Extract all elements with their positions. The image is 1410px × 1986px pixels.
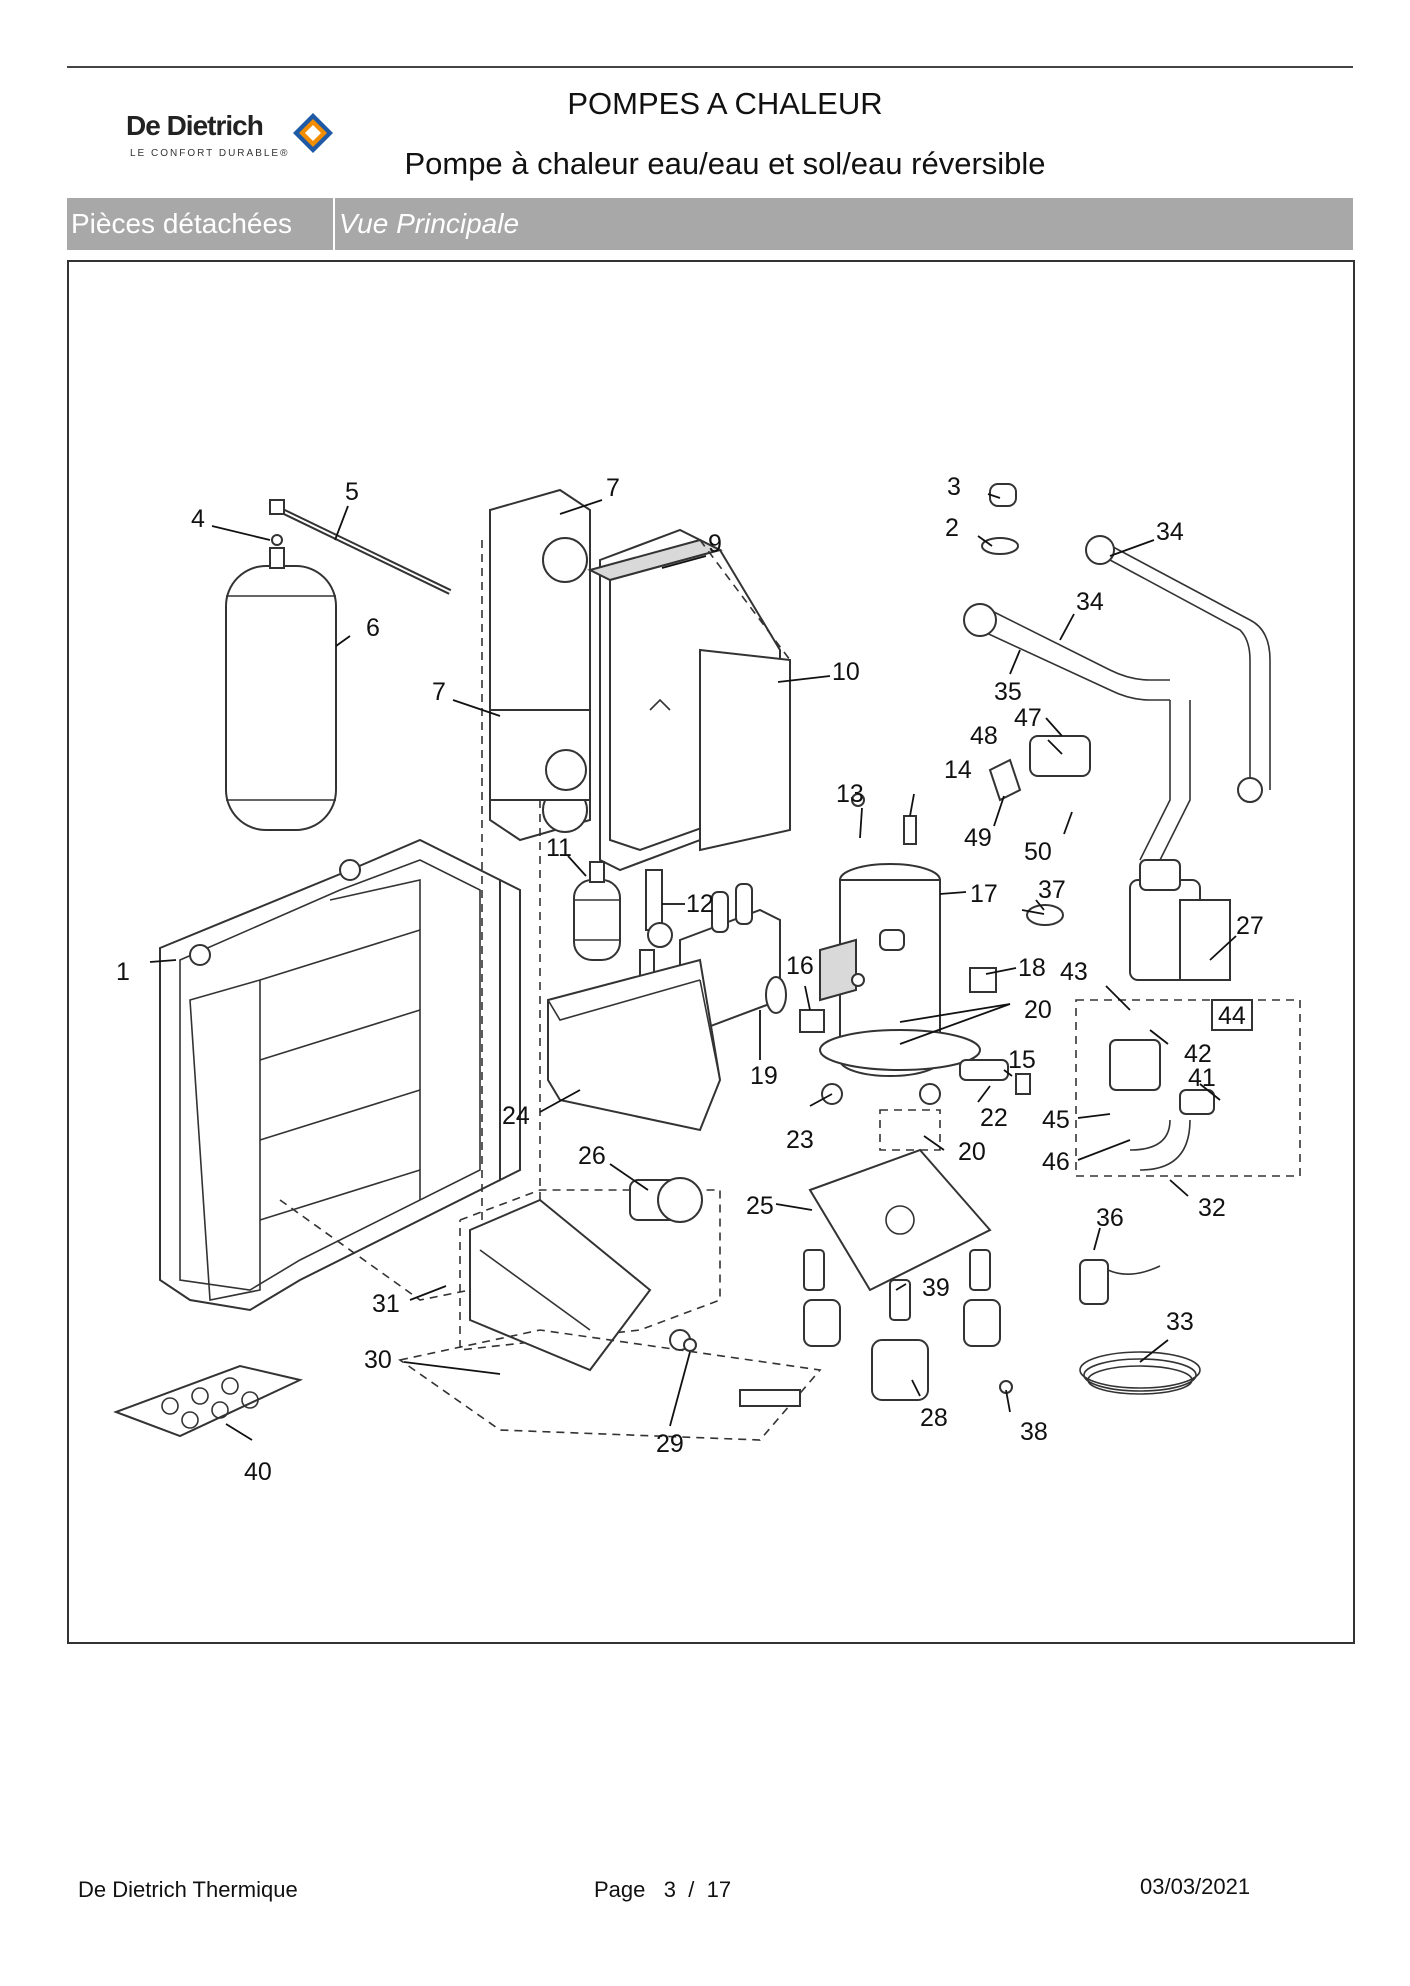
callout-1: 1 (116, 958, 130, 986)
callout-4: 4 (191, 505, 205, 533)
callout-36: 36 (1096, 1204, 1124, 1232)
callout-13: 13 (836, 780, 864, 808)
callout-31: 31 (372, 1290, 400, 1318)
callout-49: 49 (964, 824, 992, 852)
callout-20-base: 20 (958, 1138, 986, 1166)
support-tray (547, 958, 722, 1132)
callout-48: 48 (970, 722, 998, 750)
service-valve (639, 869, 673, 977)
callout-22: 22 (980, 1104, 1008, 1132)
cable-coil (1079, 1351, 1201, 1395)
base-mat (113, 1364, 304, 1438)
plate-heat-exchanger (489, 488, 791, 872)
callout-labels: 1 2 3 4 5 6 7 7 9 10 11 12 13 14 15 16 1… (116, 473, 1264, 1486)
callout-46: 46 (1042, 1148, 1070, 1176)
callout-10: 10 (832, 658, 860, 686)
callout-11: 11 (546, 834, 572, 862)
callout-30: 30 (364, 1346, 392, 1374)
footer-date: 03/03/2021 (1140, 1874, 1251, 1899)
callout-34-top: 34 (1156, 518, 1184, 546)
callout-9: 9 (708, 530, 722, 558)
main-chassis (159, 838, 521, 1312)
callout-32: 32 (1198, 1194, 1226, 1222)
brand-tagline: LE CONFORT DURABLE® (130, 148, 290, 159)
callout-5: 5 (345, 478, 359, 506)
compressor (819, 863, 981, 1077)
callout-47: 47 (1014, 704, 1042, 732)
callout-15: 15 (1008, 1046, 1036, 1074)
callout-29: 29 (656, 1430, 684, 1458)
kit-44-components (1109, 1039, 1215, 1171)
callout-34-mid: 34 (1076, 588, 1104, 616)
callout-14: 14 (944, 756, 972, 784)
section-bar: Pièces détachées Vue Principale (67, 198, 1353, 250)
callout-7-mid: 7 (432, 678, 446, 706)
brand-diamond-icon (293, 113, 333, 153)
page-total: 17 (706, 1877, 732, 1902)
callout-17: 17 (970, 880, 998, 908)
control-box-bracket (469, 1198, 652, 1372)
callout-leaders (149, 493, 1237, 1441)
expansion-valve (629, 1177, 703, 1223)
header-rule (67, 66, 1353, 68)
callout-45: 45 (1042, 1106, 1070, 1134)
page-current: 3 (663, 1877, 676, 1902)
callout-35: 35 (994, 678, 1022, 706)
callout-44: 44 (1218, 1002, 1246, 1030)
callout-41: 41 (1188, 1064, 1216, 1092)
callout-2: 2 (945, 514, 959, 542)
callout-50: 50 (1024, 838, 1052, 866)
brand-logo: De Dietrich LE CONFORT DURABLE® (126, 110, 346, 166)
three-way-valve (988, 735, 1091, 802)
callout-27: 27 (1236, 912, 1264, 940)
page-label: Page (594, 1877, 646, 1902)
section-category: Pièces détachées (71, 208, 293, 239)
callout-23: 23 (786, 1126, 814, 1154)
callout-24: 24 (502, 1102, 530, 1130)
callout-3: 3 (947, 473, 961, 501)
compressor-base-plate (808, 1148, 992, 1292)
callout-12: 12 (686, 890, 714, 918)
callout-42: 42 (1184, 1040, 1212, 1068)
callout-18: 18 (1018, 954, 1046, 982)
callout-20-compressor: 20 (1024, 996, 1052, 1024)
page-title: POMPES A CHALEUR (567, 86, 883, 121)
callout-39: 39 (922, 1274, 950, 1302)
callout-25: 25 (746, 1192, 774, 1220)
diagram-frame (67, 260, 1355, 1644)
footer-company: De Dietrich Thermique (78, 1877, 298, 1902)
callout-19: 19 (750, 1062, 778, 1090)
callout-40: 40 (244, 1458, 272, 1486)
callout-38: 38 (1020, 1418, 1048, 1446)
hydraulic-pipes (963, 535, 1271, 861)
callout-16: 16 (786, 952, 814, 980)
brand-name: De Dietrich (126, 110, 264, 141)
callout-43: 43 (1060, 958, 1088, 986)
callout-7-top: 7 (606, 474, 620, 502)
connecting-rod (269, 499, 452, 595)
expansion-vessel (225, 534, 337, 831)
callout-26: 26 (578, 1142, 606, 1170)
callout-33: 33 (1166, 1308, 1194, 1336)
page-subtitle: Pompe à chaleur eau/eau et sol/eau réver… (404, 146, 1046, 181)
callout-6: 6 (366, 614, 380, 642)
filter-drier (573, 861, 621, 961)
callout-28: 28 (920, 1404, 948, 1432)
sensor (1079, 1259, 1161, 1305)
section-divider (333, 198, 335, 250)
section-view-title: Vue Principale (339, 208, 520, 239)
circulation-pump (1129, 859, 1231, 981)
callout-37: 37 (1038, 876, 1066, 904)
page-separator: / (688, 1877, 695, 1902)
footer-page-number: Page 3 / 17 (594, 1877, 731, 1903)
